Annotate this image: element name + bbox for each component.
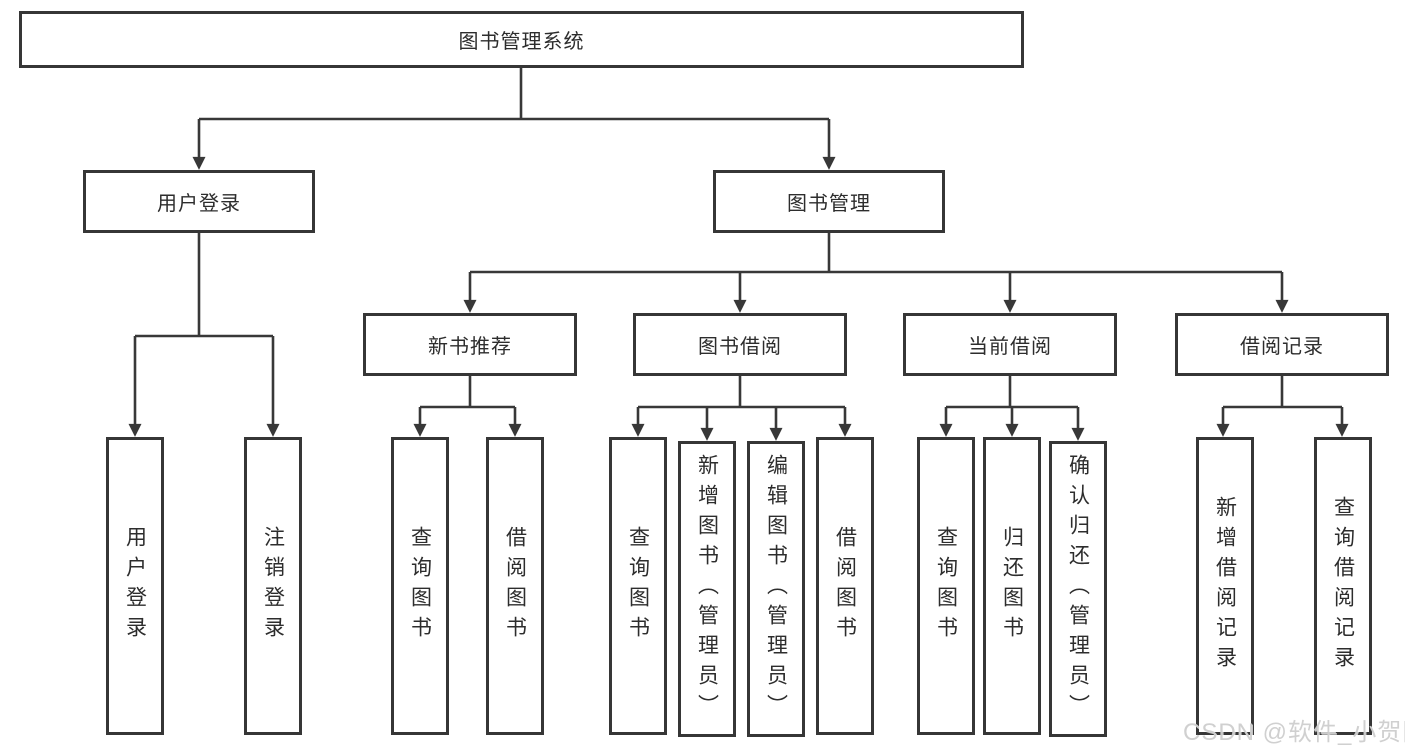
node-book-borrowing: 图书借阅 <box>633 313 847 376</box>
leaf-return-books: 归还图书 <box>983 437 1041 735</box>
leaf-borrow-books: 借阅图书 <box>816 437 874 735</box>
leaf-label: 编辑图书（管理员） <box>764 454 788 724</box>
leaf-label: 注销登录 <box>261 526 285 646</box>
leaf-edit-books-admin: 编辑图书（管理员） <box>747 441 805 737</box>
leaf-label: 查询图书 <box>934 526 958 646</box>
leaf-label: 新增图书（管理员） <box>695 454 719 724</box>
leaf-add-books-admin: 新增图书（管理员） <box>678 441 736 737</box>
leaf-query-borrow-record: 查询借阅记录 <box>1314 437 1372 735</box>
node-root-library-system: 图书管理系统 <box>19 11 1024 68</box>
node-book-management: 图书管理 <box>713 170 945 233</box>
node-new-book-recommend: 新书推荐 <box>363 313 577 376</box>
node-current-borrowing: 当前借阅 <box>903 313 1117 376</box>
leaf-confirm-return-admin: 确认归还（管理员） <box>1049 441 1107 737</box>
leaf-label: 归还图书 <box>1000 526 1024 646</box>
leaf-query-books: 查询图书 <box>609 437 667 735</box>
leaf-label: 借阅图书 <box>503 526 527 646</box>
leaf-label: 查询借阅记录 <box>1331 496 1355 676</box>
node-borrowing-records: 借阅记录 <box>1175 313 1389 376</box>
node-user-login: 用户登录 <box>83 170 315 233</box>
watermark: CSDN @软件_小贺同学 <box>1183 719 1405 746</box>
leaf-logout: 注销登录 <box>244 437 302 735</box>
leaf-label: 用户登录 <box>123 526 147 646</box>
leaf-label: 查询图书 <box>626 526 650 646</box>
leaf-borrow-books: 借阅图书 <box>486 437 544 735</box>
leaf-label: 确认归还（管理员） <box>1066 454 1090 724</box>
leaf-query-books: 查询图书 <box>917 437 975 735</box>
leaf-label: 借阅图书 <box>833 526 857 646</box>
leaf-user-login: 用户登录 <box>106 437 164 735</box>
leaf-add-borrow-record: 新增借阅记录 <box>1196 437 1254 735</box>
leaf-query-books: 查询图书 <box>391 437 449 735</box>
leaf-label: 查询图书 <box>408 526 432 646</box>
leaf-label: 新增借阅记录 <box>1213 496 1237 676</box>
